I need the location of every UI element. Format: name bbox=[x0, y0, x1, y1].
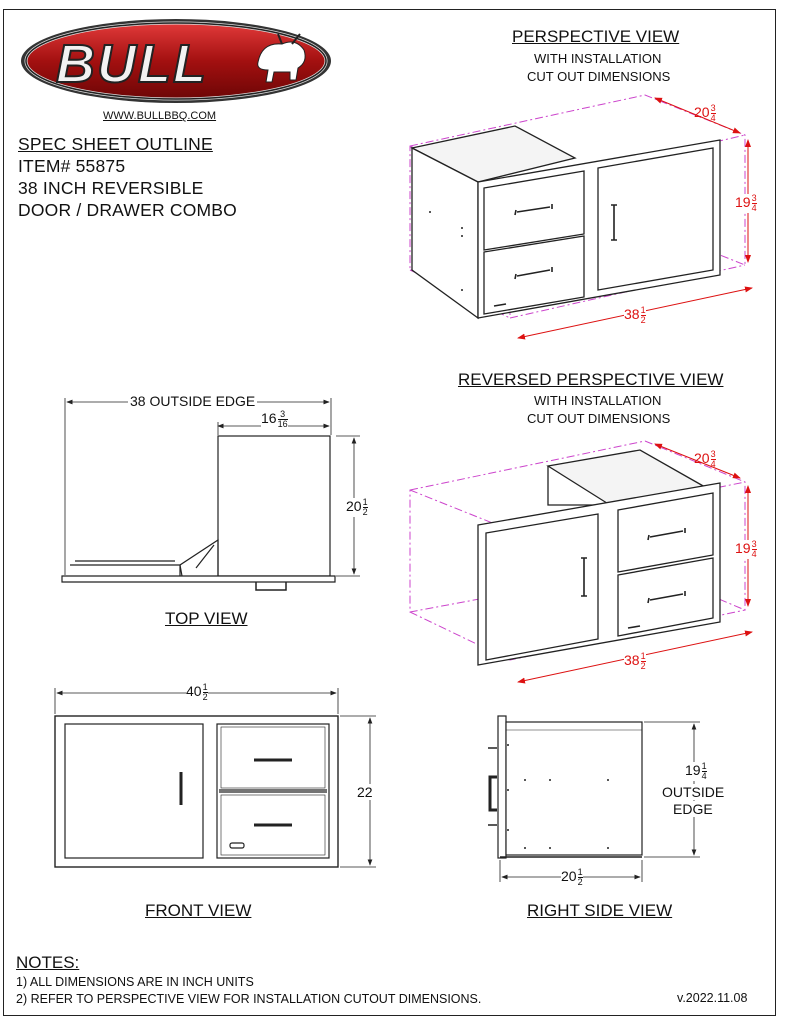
reversed-title: REVERSED PERSPECTIVE VIEW bbox=[458, 370, 724, 389]
perspective-sub-1: WITH INSTALLATION bbox=[534, 51, 662, 66]
right-side-view-label: RIGHT SIDE VIEW bbox=[527, 901, 673, 920]
front-height-dim: 22 bbox=[357, 784, 373, 800]
side-height-note-2: EDGE bbox=[673, 801, 713, 817]
front-view-drawing bbox=[54, 688, 376, 868]
website-link[interactable]: WWW.BULLBBQ.COM bbox=[103, 110, 217, 122]
spec-block: SPEC SHEET OUTLINE ITEM# 55875 38 INCH R… bbox=[18, 133, 237, 221]
reversed-sub-2: CUT OUT DIMENSIONS bbox=[527, 411, 671, 426]
bull-logo: BULL bbox=[16, 14, 336, 108]
spec-item-number: ITEM# 55875 bbox=[18, 156, 126, 176]
spec-line-2: DOOR / DRAWER COMBO bbox=[18, 200, 237, 220]
top-view-drawing bbox=[61, 398, 360, 591]
version-label: v.2022.11.08 bbox=[677, 991, 748, 1005]
sheet-border bbox=[3, 9, 776, 1016]
right-side-view-drawing bbox=[488, 715, 700, 882]
perspective-title: PERSPECTIVE VIEW bbox=[512, 27, 680, 46]
note-2: 2) REFER TO PERSPECTIVE VIEW FOR INSTALL… bbox=[16, 992, 482, 1006]
perspective-drawing bbox=[409, 94, 753, 340]
front-view-label: FRONT VIEW bbox=[145, 901, 252, 920]
svg-text:BULL: BULL bbox=[56, 34, 208, 94]
top-view-label: TOP VIEW bbox=[165, 609, 248, 628]
reversed-sub-1: WITH INSTALLATION bbox=[534, 393, 662, 408]
reversed-perspective-drawing bbox=[409, 440, 753, 684]
spec-line-1: 38 INCH REVERSIBLE bbox=[18, 178, 204, 198]
top-outside-edge-dim: 38 OUTSIDE EDGE bbox=[128, 393, 258, 409]
perspective-sub-2: CUT OUT DIMENSIONS bbox=[527, 69, 671, 84]
note-1: 1) ALL DIMENSIONS ARE IN INCH UNITS bbox=[16, 975, 254, 989]
notes-title: NOTES: bbox=[16, 953, 80, 972]
spec-title: SPEC SHEET OUTLINE bbox=[18, 134, 213, 154]
side-height-note-1: OUTSIDE bbox=[662, 784, 725, 800]
